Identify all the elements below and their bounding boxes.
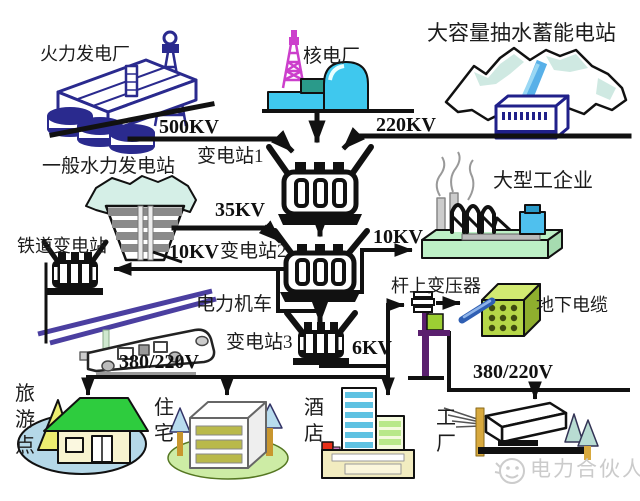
- label-substation3: 变电站3: [226, 332, 293, 353]
- label-factory: 工厂: [436, 407, 456, 455]
- substation1-transformer-icon: [266, 144, 374, 225]
- electric-locomotive-illustration: [37, 288, 217, 377]
- label-380-220v-right: 380/220V: [473, 361, 553, 383]
- label-nuclear-plant: 核电厂: [303, 46, 361, 67]
- substation2-transformer-icon: [272, 228, 370, 302]
- underground-cable-illustration: [458, 283, 541, 337]
- pumped-storage-illustration: [444, 46, 628, 140]
- label-substation1: 变电站1: [197, 146, 264, 167]
- label-railway-substation: 铁道变电站: [17, 236, 107, 256]
- pole-transformer-illustration: [408, 291, 450, 380]
- label-10kv-industry: 10KV: [373, 226, 423, 248]
- label-hotel: 酒店: [304, 397, 324, 445]
- label-35kv: 35KV: [215, 199, 265, 221]
- watermark-text: 电力合伙人: [530, 458, 640, 481]
- hydro-station-illustration: [85, 175, 197, 264]
- watermark-logo-icon: [494, 458, 525, 484]
- grid-lines: [44, 101, 632, 400]
- factory-illustration: [443, 401, 599, 460]
- label-thermal-plant: 火力发电厂: [40, 44, 130, 64]
- label-residence: 住宅: [154, 397, 174, 445]
- substation3-transformer-icon: [284, 310, 358, 365]
- label-500kv: 500KV: [159, 116, 219, 138]
- label-10kv-railway: 10KV: [169, 241, 219, 263]
- label-electric-locomotive: 电力机车: [196, 294, 273, 315]
- nuclear-plant-illustration: [267, 30, 369, 112]
- residence-illustration: [167, 401, 289, 480]
- railway-substation-transformer-icon: [41, 239, 109, 295]
- hotel-illustration: [321, 387, 415, 479]
- tourist-spot-illustration: [17, 397, 149, 475]
- label-tourist-spot: 旅游点: [15, 383, 35, 457]
- label-6kv: 6KV: [352, 337, 392, 359]
- label-220kv: 220KV: [376, 114, 436, 136]
- large-industry-illustration: [421, 151, 563, 259]
- label-large-industry: 大型工企业: [493, 170, 593, 192]
- label-380-220v-left: 380/220V: [119, 351, 199, 373]
- label-substation2: 变电站2: [220, 241, 287, 262]
- label-underground-cable: 地下电缆: [536, 295, 608, 315]
- label-hydro-station: 一般水力发电站: [42, 156, 176, 177]
- label-pumped-storage: 大容量抽水蓄能电站: [427, 21, 616, 45]
- label-pole-transformer: 杆上变压器: [391, 276, 481, 296]
